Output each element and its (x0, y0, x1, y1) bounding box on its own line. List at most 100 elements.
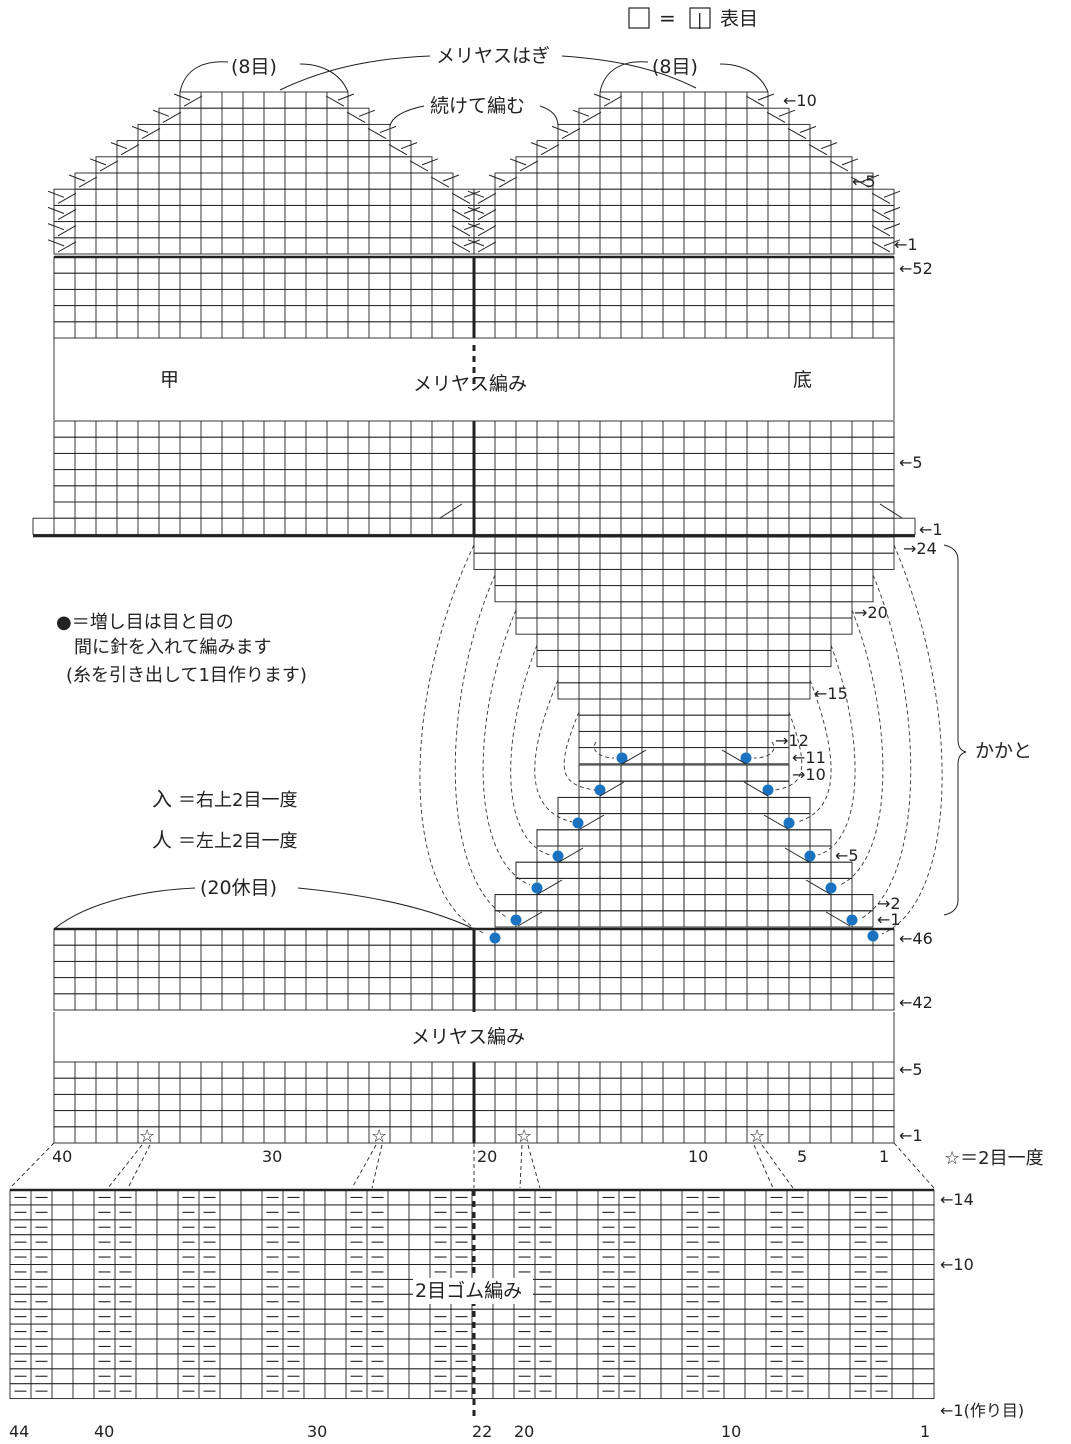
decrease-mark (829, 160, 849, 172)
connector-line (127, 1144, 151, 1189)
decrease-mark (757, 93, 775, 101)
decrease-mark (430, 176, 450, 188)
decrease-mark (883, 206, 901, 214)
decrease-mark (47, 239, 65, 247)
decrease-mark (346, 111, 366, 123)
row-label-heel-11: ←11 (792, 748, 826, 767)
decrease-mark (463, 190, 481, 198)
decrease-mark (173, 93, 191, 101)
row-label-heel-24: →24 (903, 539, 937, 558)
decrease-mark (509, 158, 527, 166)
decrease-mark (451, 225, 471, 237)
row-label-toe-1: ←1 (894, 235, 918, 254)
decrease-mark (120, 144, 140, 156)
connector-line (9, 1142, 55, 1189)
stitch-number: 30 (262, 1147, 282, 1166)
decrease-mark (47, 223, 65, 231)
graft-label: メリヤスはぎ (436, 45, 550, 67)
stitch-number: 10 (721, 1422, 741, 1441)
decrease-mark (467, 223, 485, 231)
legend-blank-square (628, 7, 650, 29)
decrease-mark (477, 225, 497, 237)
rib-label-bg (413, 1278, 533, 1304)
stitch-number: 40 (94, 1422, 114, 1441)
legend-equals: = (659, 6, 676, 30)
label-arc (297, 887, 475, 930)
rib-label: 2目ゴム編み (415, 1280, 522, 1302)
increase-note-line1: ●＝増し目は目と目の (56, 612, 234, 633)
label-arc (539, 105, 559, 127)
label-arc (179, 61, 229, 93)
label-arc (299, 63, 349, 93)
decrease-mark (498, 176, 518, 188)
ssk-glyph: 入 (152, 787, 172, 811)
star-note: ☆＝2目一度 (944, 1148, 1044, 1169)
row-label-leg-1: ←1 (899, 1126, 923, 1145)
decrease-mark (805, 879, 831, 895)
heel-arc (454, 574, 509, 919)
decrease-mark (152, 109, 170, 117)
decrease-mark (57, 241, 77, 253)
legend-knit-symbol: | (697, 10, 702, 29)
row-label-heel-10: →10 (792, 765, 826, 784)
connector-line (351, 1144, 377, 1189)
decrease-mark (808, 144, 828, 156)
foot-stockinette-label: メリヤス編み (413, 373, 527, 395)
decrease-mark (463, 239, 481, 247)
stitch-number: 5 (797, 1147, 807, 1166)
heel-bracket (943, 544, 967, 916)
star-mark: ☆ (371, 1126, 387, 1147)
decrease-mark (582, 111, 602, 123)
heel-arc (881, 544, 943, 935)
decrease-mark (766, 111, 786, 123)
increase-dot (572, 817, 584, 829)
decrease-mark (820, 142, 838, 150)
decrease-mark (599, 781, 625, 797)
decrease-mark (442, 174, 460, 182)
decrease-mark (879, 503, 903, 519)
increase-dot (783, 817, 795, 829)
heel-arc (796, 679, 832, 823)
label-arc (53, 887, 196, 930)
decrease-mark (593, 93, 611, 101)
decrease-mark (883, 239, 901, 247)
legend-knit-square (689, 7, 711, 29)
decrease-mark (439, 503, 463, 519)
decrease-mark (388, 144, 408, 156)
k2tog-label: ＝左上2目一度 (178, 831, 297, 852)
row-label-toe-5: ←5 (852, 172, 876, 191)
decrease-mark (558, 847, 584, 863)
increase-note-line2: 間に針を入れて編みます (74, 637, 271, 658)
stitch-number: 1 (879, 1147, 889, 1166)
decrease-mark (799, 125, 817, 133)
stitch-numbers-rib: 44 40 30 22 20 10 1 (9, 1422, 930, 1441)
label-arc (599, 61, 649, 93)
decrease-mark (141, 127, 161, 140)
decrease-mark (183, 95, 203, 107)
decrease-mark (517, 911, 543, 927)
decrease-mark (721, 749, 747, 765)
decrease-mark (572, 109, 590, 117)
heel-arc (419, 544, 487, 935)
label-arc (389, 105, 425, 127)
decrease-mark (579, 814, 605, 830)
decrease-mark (537, 879, 563, 895)
decrease-mark (841, 158, 859, 166)
heel-arc (861, 574, 912, 919)
stitch-number: 22 (472, 1422, 492, 1441)
chart-marks: ☆☆☆☆ (9, 55, 967, 1392)
decrease-mark (743, 781, 769, 797)
row-label-foot-52: ←52 (899, 259, 933, 278)
label-arc (279, 55, 431, 91)
decrease-mark (530, 142, 548, 150)
star-mark: ☆ (749, 1126, 765, 1147)
decrease-mark (68, 174, 86, 182)
decrease-mark (325, 95, 345, 107)
legend-knit-label: 表目 (720, 8, 758, 30)
stitch-number: 10 (688, 1147, 708, 1166)
continue-label: 続けて編む (430, 95, 525, 117)
connector-line (761, 1144, 794, 1189)
decrease-mark (477, 241, 497, 253)
increase-dot (740, 752, 752, 764)
decrease-mark (784, 847, 810, 863)
